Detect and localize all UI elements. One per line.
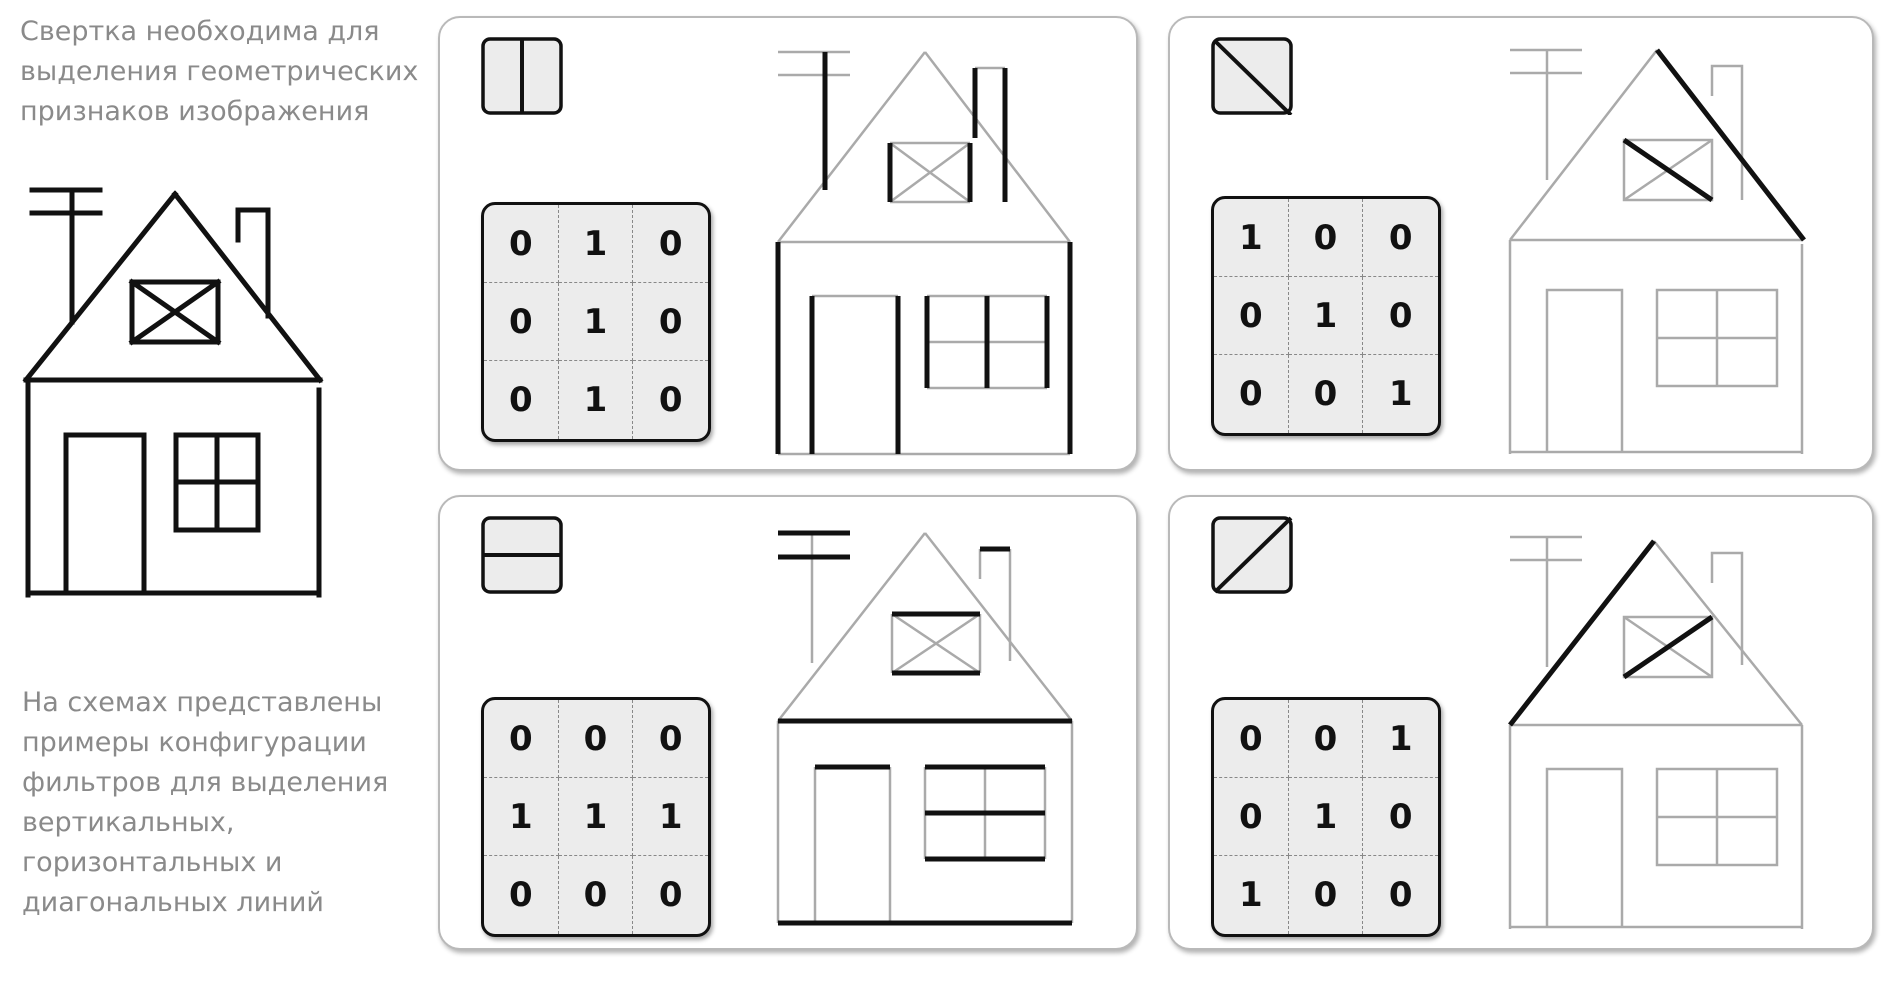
matrix-cell: 0 [1214,277,1289,355]
matrix-cell: 0 [633,283,708,361]
horizontal-line-filter-icon [481,516,563,594]
matrix-cell: 0 [658,380,683,420]
house-drawing [22,187,324,598]
diagonal-down-filter-panel: 1 0 0 0 1 0 0 0 1 [1168,16,1874,471]
matrix-cell: 1 [559,361,634,439]
matrix-cell: 1 [1214,856,1289,934]
matrix-cell: 0 [1363,778,1438,856]
matrix-cell: 0 [484,205,559,283]
matrix-cell: 1 [1288,277,1364,355]
vertical-line-filter-icon [481,37,563,115]
matrix-cell: 1 [558,205,634,283]
matrix-cell: 0 [484,700,559,778]
matrix-cell: 0 [1214,700,1289,778]
matrix-cell: 0 [1363,199,1438,277]
matrix-cell: 0 [1388,875,1413,915]
matrix-cell: 0 [484,856,559,934]
matrix-cell: 1 [558,283,634,361]
matrix-cell: 0 [1363,277,1438,355]
horizontal-features-house [776,530,1074,926]
filter-matrix: 0 1 0 0 1 0 0 1 0 [481,202,711,442]
matrix-cell: 0 [1288,199,1364,277]
matrix-cell: 1 [1214,199,1289,277]
vertical-features-house [775,50,1073,456]
diagonal-up-features-house [1508,535,1804,929]
filter-matrix: 1 0 0 0 1 0 0 0 1 [1211,196,1441,436]
filter-matrix: 0 0 1 0 1 0 1 0 0 [1211,697,1441,937]
diagonal-up-filter-panel: 0 0 1 0 1 0 1 0 0 [1168,495,1874,950]
diagonal-up-filter-icon [1211,516,1293,594]
diagonal-down-features-house [1508,48,1806,454]
matrix-cell: 1 [558,778,634,856]
matrix-cell: 0 [1289,856,1364,934]
vertical-filter-panel: 0 1 0 0 1 0 0 1 0 [438,16,1138,471]
matrix-cell: 0 [1214,355,1289,433]
matrix-cell: 0 [484,361,559,439]
matrix-cell: 0 [484,283,559,361]
intro-caption: Свертка необходима для выделения геометр… [20,16,419,127]
matrix-cell: 0 [658,875,683,915]
matrix-cell: 1 [484,778,559,856]
matrix-cell: 0 [558,700,634,778]
filters-caption: На схемах представлены примеры конфигура… [22,687,389,918]
matrix-cell: 0 [1214,778,1289,856]
filter-matrix: 0 0 0 1 1 1 0 0 0 [481,697,711,937]
matrix-cell: 0 [633,700,708,778]
matrix-cell: 1 [1363,700,1438,778]
diagonal-down-filter-icon [1211,37,1293,115]
matrix-cell: 1 [1388,374,1413,414]
matrix-cell: 0 [1289,355,1364,433]
matrix-cell: 1 [633,778,708,856]
matrix-cell: 0 [633,205,708,283]
matrix-cell: 1 [1288,778,1364,856]
matrix-cell: 0 [1288,700,1364,778]
matrix-cell: 0 [559,856,634,934]
horizontal-filter-panel: 0 0 0 1 1 1 0 0 0 [438,495,1138,950]
